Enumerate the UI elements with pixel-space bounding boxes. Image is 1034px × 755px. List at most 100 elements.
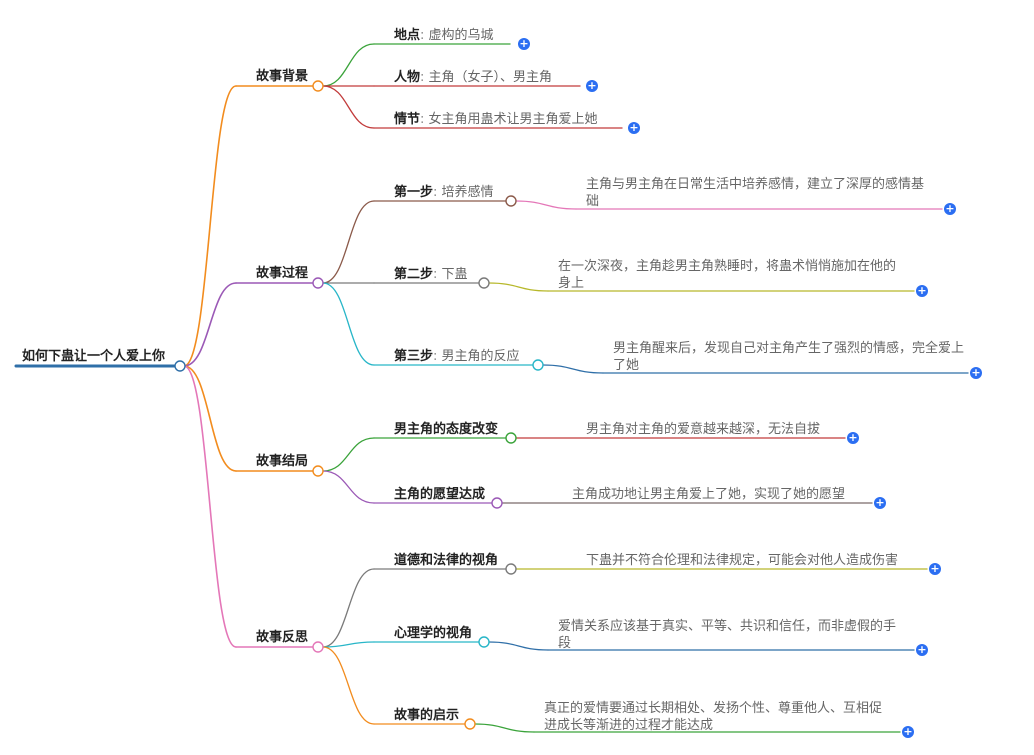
root-collapse-knob[interactable]: [174, 360, 186, 372]
topic-node: 第三步: 男主角的反应: [394, 348, 520, 365]
detail-connector: [488, 282, 549, 292]
topic-node: 道德和法律的视角: [394, 552, 498, 569]
child-connector: [322, 85, 375, 129]
branch-topic: 故事结局: [256, 453, 308, 470]
topic-key: 男主角的态度改变: [394, 422, 499, 437]
child-connector: [322, 641, 375, 648]
topic-key: 人物: [394, 70, 421, 85]
branch-connector: [183, 282, 237, 367]
expand-plus-icon[interactable]: +: [847, 431, 859, 444]
branch-connector: [183, 365, 237, 648]
collapse-knob[interactable]: [312, 465, 324, 477]
detail-text: 在一次深夜，主角趁男主角熟睡时，将蛊术悄悄施加在他的身上: [558, 259, 897, 291]
detail-text: 下蛊并不符合伦理和法律规定，可能会对他人造成伤害: [586, 553, 899, 568]
expand-plus-icon[interactable]: +: [518, 37, 530, 50]
root-label: 如何下蛊让一个人爱上你: [22, 349, 166, 364]
expand-plus-icon[interactable]: +: [902, 725, 914, 738]
branch-label: 故事结局: [256, 454, 309, 469]
topic-separator: :: [433, 185, 442, 200]
detail-text: 男主角对主角的爱意越来越深，无法自拔: [586, 422, 821, 437]
expand-plus-icon[interactable]: +: [916, 284, 928, 297]
expand-plus-icon[interactable]: +: [874, 496, 886, 509]
topic-key: 主角的愿望达成: [394, 487, 486, 502]
collapse-knob[interactable]: [312, 277, 324, 289]
detail-node: 主角与男主角在日常生活中培养感情，建立了深厚的感情基础: [586, 176, 936, 210]
detail-node: 真正的爱情要通过长期相处、发扬个性、尊重他人、互相促进成长等渐进的过程才能达成: [544, 700, 894, 734]
topic-separator: :: [433, 267, 442, 282]
topic-node: 心理学的视角: [394, 625, 472, 642]
expand-plus-icon[interactable]: +: [586, 79, 598, 92]
detail-text: 男主角醒来后，发现自己对主角产生了强烈的情感，完全爱上了她: [613, 341, 965, 373]
detail-node: 下蛊并不符合伦理和法律规定，可能会对他人造成伤害: [586, 552, 898, 569]
detail-connector: [474, 723, 535, 733]
topic-node: 情节: 女主角用蛊术让男主角爱上她: [394, 111, 598, 128]
topic-text: 虚构的乌城: [428, 28, 494, 43]
topic-key: 第一步: [394, 185, 434, 200]
topic-key: 道德和法律的视角: [394, 553, 499, 568]
branch-connector: [183, 365, 237, 472]
collapse-knob[interactable]: [505, 563, 517, 575]
topic-text: 下蛊: [441, 267, 468, 282]
detail-connector: [542, 364, 604, 374]
detail-node: 爱情关系应该基于真实、平等、共识和信任，而非虚假的手段: [558, 618, 908, 652]
detail-node: 在一次深夜，主角趁男主角熟睡时，将蛊术悄悄施加在他的身上: [558, 258, 908, 292]
child-connector: [322, 646, 375, 725]
branch-label: 故事反思: [256, 630, 309, 645]
detail-connector: [515, 200, 577, 210]
detail-node: 男主角醒来后，发现自己对主角产生了强烈的情感，完全爱上了她: [613, 340, 965, 374]
collapse-knob[interactable]: [312, 641, 324, 653]
collapse-knob[interactable]: [464, 718, 476, 730]
topic-key: 故事的启示: [394, 708, 460, 723]
collapse-knob[interactable]: [505, 195, 517, 207]
collapse-knob[interactable]: [532, 359, 544, 371]
branch-label: 故事过程: [256, 266, 309, 281]
detail-node: 男主角对主角的爱意越来越深，无法自拔: [586, 421, 820, 438]
topic-key: 第三步: [394, 349, 434, 364]
child-connector: [322, 437, 375, 472]
child-connector: [322, 470, 375, 504]
topic-separator: :: [420, 112, 429, 127]
detail-text: 爱情关系应该基于真实、平等、共识和信任，而非虚假的手段: [558, 619, 897, 651]
branch-connector: [183, 85, 237, 367]
topic-text: 主角（女子）、男主角: [428, 70, 553, 85]
expand-plus-icon[interactable]: +: [970, 366, 982, 379]
topic-node: 男主角的态度改变: [394, 421, 498, 438]
topic-separator: :: [420, 70, 429, 85]
collapse-knob[interactable]: [505, 432, 517, 444]
topic-key: 情节: [394, 112, 421, 127]
expand-plus-icon[interactable]: +: [929, 562, 941, 575]
detail-text: 主角与男主角在日常生活中培养感情，建立了深厚的感情基础: [586, 177, 925, 209]
child-connector: [322, 200, 375, 284]
expand-plus-icon[interactable]: +: [916, 643, 928, 656]
branch-label: 故事背景: [256, 69, 309, 84]
expand-plus-icon[interactable]: +: [628, 121, 640, 134]
detail-text: 主角成功地让男主角爱上了她，实现了她的愿望: [572, 487, 846, 502]
root-topic: 如何下蛊让一个人爱上你: [22, 348, 165, 365]
child-connector: [322, 282, 375, 366]
topic-text: 女主角用蛊术让男主角爱上她: [428, 112, 598, 127]
branch-topic: 故事反思: [256, 629, 308, 646]
topic-separator: :: [433, 349, 442, 364]
topic-node: 故事的启示: [394, 707, 459, 724]
child-connector: [322, 568, 375, 648]
topic-key: 第二步: [394, 267, 434, 282]
topic-node: 人物: 主角（女子）、男主角: [394, 69, 552, 86]
topic-node: 地点: 虚构的乌城: [394, 27, 494, 44]
branch-topic: 故事背景: [256, 68, 308, 85]
collapse-knob[interactable]: [478, 636, 490, 648]
expand-plus-icon[interactable]: +: [944, 202, 956, 215]
collapse-knob[interactable]: [491, 497, 503, 509]
child-connector: [322, 43, 375, 87]
topic-node: 第二步: 下蛊: [394, 266, 468, 283]
topic-key: 地点: [394, 28, 421, 43]
topic-node: 第一步: 培养感情: [394, 184, 494, 201]
collapse-knob[interactable]: [478, 277, 490, 289]
topic-separator: :: [420, 28, 429, 43]
topic-key: 心理学的视角: [394, 626, 473, 641]
topic-text: 男主角的反应: [441, 349, 520, 364]
detail-connector: [488, 641, 549, 651]
topic-node: 主角的愿望达成: [394, 486, 485, 503]
collapse-knob[interactable]: [312, 80, 324, 92]
branch-topic: 故事过程: [256, 265, 308, 282]
